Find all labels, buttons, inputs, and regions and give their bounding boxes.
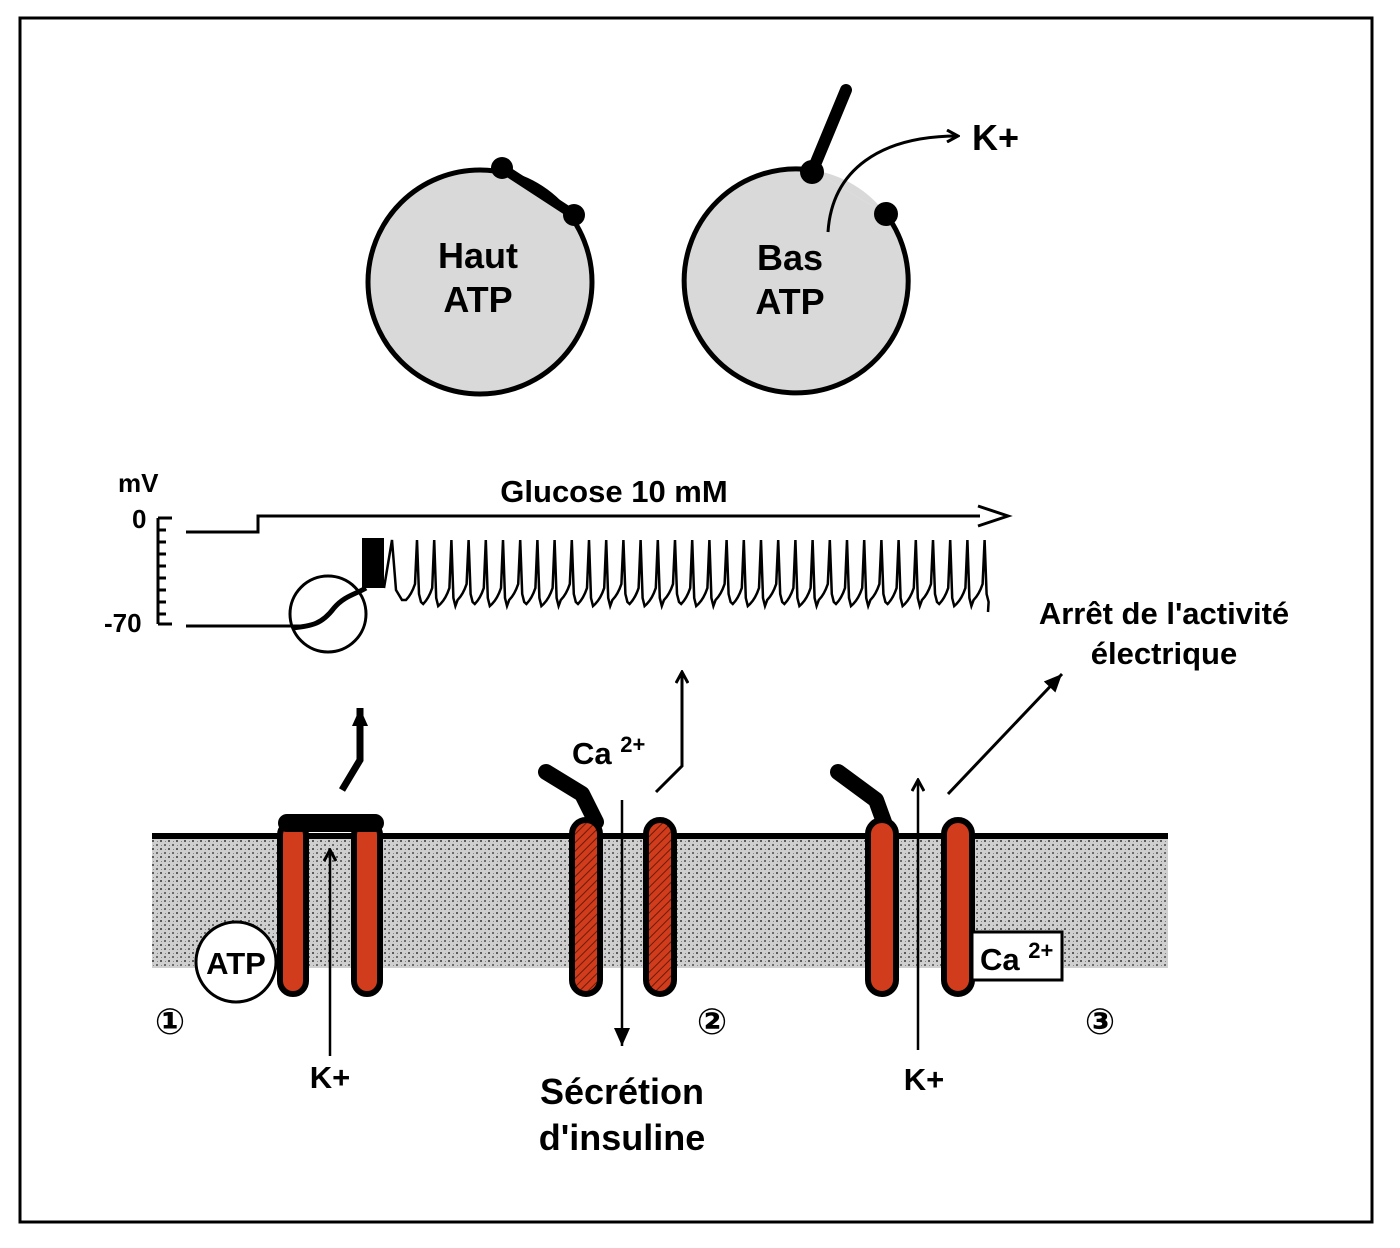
secretion-label-line1: Sécrétion [540, 1071, 704, 1112]
trace-unit-label: mV [118, 468, 159, 498]
open-channel-lid [806, 84, 852, 178]
channel-hinge-dot [491, 157, 513, 179]
step3-number: ③ [1085, 1001, 1115, 1042]
ca-box-base: Ca [980, 942, 1020, 977]
ca-box-label: Ca 2+ [980, 938, 1053, 977]
calcium-channel-open [538, 764, 677, 997]
katp-channel-lid [278, 814, 384, 832]
step2-ca-sup: 2+ [620, 732, 645, 757]
step2-number: ② [697, 1001, 727, 1042]
closed-channel-lid [497, 163, 579, 220]
glucose-stimulus-arrowhead [977, 504, 1013, 528]
result-label-line1: Arrêt de l'activité [1039, 596, 1289, 631]
atp-bubble: ATP [194, 920, 278, 1004]
step2-ca-base: Ca [572, 736, 612, 771]
ca-box-sup: 2+ [1028, 938, 1053, 963]
figure-frame [18, 16, 1374, 1224]
depolarization-zoom-circle [288, 574, 368, 654]
result-label-line2: électrique [1091, 636, 1237, 671]
calcium-channel-lid [538, 764, 604, 830]
cell-low-label-line2: ATP [755, 281, 824, 322]
slow-depolarization-curve [291, 585, 368, 631]
glucose-stimulus-label: Glucose 10 mM [500, 474, 727, 509]
secretion-label-line2: d'insuline [539, 1117, 706, 1158]
step1-k-label: K+ [310, 1060, 351, 1095]
intracellular-ca-box: Ca 2+ [970, 930, 1064, 982]
trace-y-axis [156, 516, 172, 626]
cell-high-atp: Haut ATP [365, 157, 595, 397]
efflux-k-label: K+ [972, 117, 1019, 158]
katp-channel-closed [277, 814, 384, 997]
depolarization-up-arrow [338, 708, 368, 792]
step3-k-label: K+ [904, 1062, 945, 1097]
membrane-potential-trace: mV 0 -70 Glucose 10 mM [104, 468, 1013, 654]
k-channel-lid-open [830, 764, 892, 830]
glucose-stimulus-step [186, 514, 980, 534]
cell-low-label-line1: Bas [757, 237, 823, 278]
step2-ca-label: Ca 2+ [572, 732, 645, 771]
atp-bubble-label: ATP [206, 946, 266, 981]
trace-tick-zero: 0 [132, 504, 146, 534]
burst-onset [362, 538, 384, 588]
potassium-efflux-arrow [826, 136, 958, 233]
spike-train [382, 539, 990, 613]
activity-stop-arrow [946, 672, 1064, 796]
trace-tick-rest: -70 [104, 608, 142, 638]
cell-low-atp: K+ Bas ATP [681, 84, 1019, 396]
calcium-activated-k-channel [830, 764, 975, 997]
channel-hinge-dot [563, 204, 585, 226]
cell-high-label-line2: ATP [443, 279, 512, 320]
calcium-signal-arrow [654, 672, 682, 794]
channel-hinge-dot [800, 160, 824, 184]
channel-hinge-dot [874, 202, 898, 226]
cell-high-label-line1: Haut [438, 235, 518, 276]
step1-number: ① [155, 1001, 185, 1042]
